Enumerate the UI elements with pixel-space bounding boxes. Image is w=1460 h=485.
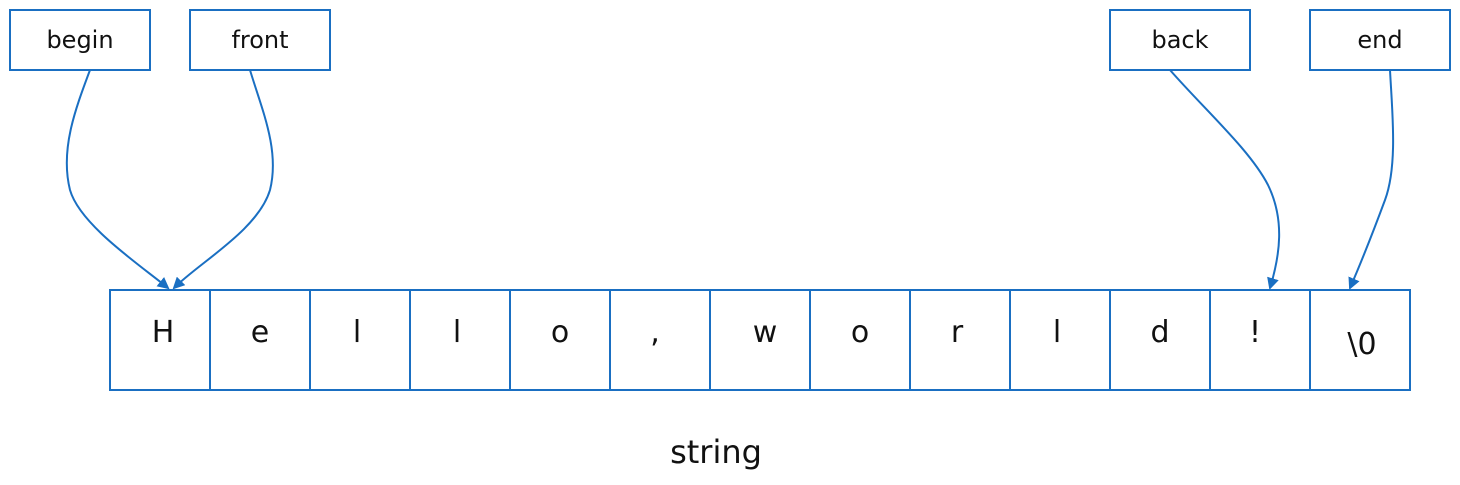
front-arrow [172, 69, 274, 290]
cell-char: d [1150, 315, 1169, 350]
end-arrow [1348, 69, 1395, 290]
pointer-back-label: back [1151, 26, 1208, 54]
pointer-back: back [1109, 9, 1251, 71]
cell-3: l [409, 289, 511, 391]
cell-char: \0 [1347, 327, 1376, 362]
cell-1: e [209, 289, 311, 391]
cell-box [1009, 289, 1111, 391]
cell-char: l [353, 315, 361, 350]
cell-9: l [1009, 289, 1111, 391]
pointer-end-label: end [1357, 26, 1402, 54]
diagram-caption: string [670, 433, 762, 471]
cell-box [109, 289, 211, 391]
cell-char: e [251, 315, 269, 350]
cell-box [909, 289, 1011, 391]
pointer-begin-box [9, 9, 151, 71]
cell-box [309, 289, 411, 391]
pointer-front-box [189, 9, 331, 71]
cell-char: r [951, 315, 964, 350]
cell-2: l [309, 289, 411, 391]
cell-box [409, 289, 511, 391]
cell-7: o [809, 289, 911, 391]
pointer-end-box [1309, 9, 1451, 71]
cell-8: r [909, 289, 1011, 391]
cell-box [509, 289, 611, 391]
cell-char: o [551, 315, 569, 350]
pointer-back-box [1109, 9, 1251, 71]
cell-char: ! [1249, 315, 1261, 350]
cell-char: , [650, 315, 660, 350]
cell-5: , [609, 289, 711, 391]
cell-char: w [753, 315, 778, 350]
cell-char: H [152, 315, 175, 350]
cell-12: \0 [1309, 289, 1411, 391]
pointer-front: front [189, 9, 331, 71]
cell-11: ! [1209, 289, 1311, 391]
cell-6: w [709, 289, 811, 391]
back-arrow [1169, 69, 1281, 290]
cell-4: o [509, 289, 611, 391]
pointer-begin: begin [9, 9, 151, 71]
begin-arrow [65, 69, 170, 290]
pointer-end: end [1309, 9, 1451, 71]
cell-box [609, 289, 711, 391]
cell-char: l [1053, 315, 1061, 350]
cell-char: o [851, 315, 869, 350]
cell-0: H [109, 289, 211, 391]
cell-box [1309, 289, 1411, 391]
string-cells: H e l l o , w o [109, 289, 1411, 391]
pointer-labels: begin front back end [9, 9, 1451, 71]
cell-box [1109, 289, 1211, 391]
pointer-front-label: front [231, 26, 288, 54]
cell-10: d [1109, 289, 1211, 391]
pointer-arrows [65, 69, 1395, 290]
cell-box [209, 289, 311, 391]
cell-box [709, 289, 811, 391]
pointer-begin-label: begin [46, 26, 113, 54]
cell-char: l [453, 315, 461, 350]
